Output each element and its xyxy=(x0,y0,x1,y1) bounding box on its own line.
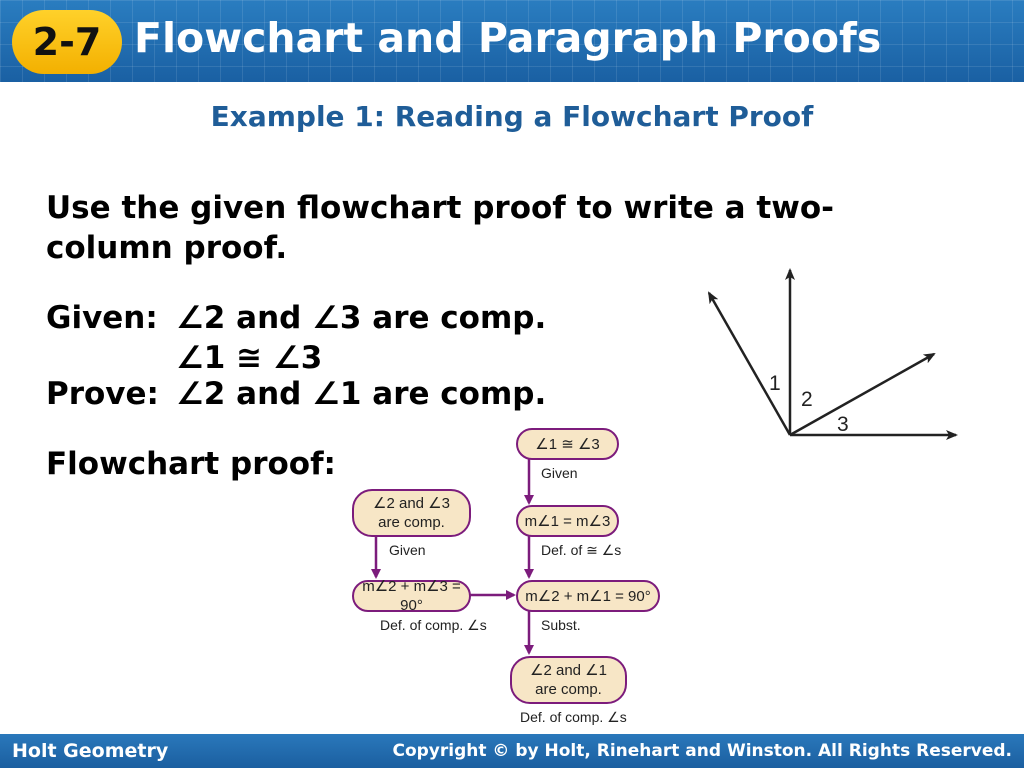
flow-reason-given-1: Given xyxy=(541,465,578,481)
ray-diagonal xyxy=(789,352,936,437)
flow-box-conclusion-line1: ∠2 and ∠1 xyxy=(530,662,607,679)
angle-label-1: 1 xyxy=(769,372,781,395)
prove-label: Prove: xyxy=(46,376,159,412)
flow-box-sum-23: m∠2 + m∠3 = 90° xyxy=(352,578,471,614)
given-label: Given: xyxy=(46,300,158,336)
header-banner: 2-7 Flowchart and Paragraph Proofs xyxy=(0,0,1024,82)
lesson-badge: 2-7 xyxy=(12,10,122,74)
given-line-1: ∠2 and ∠3 are comp. xyxy=(176,300,547,336)
example-subtitle: Example 1: Reading a Flowchart Proof xyxy=(210,100,814,133)
instruction-line-2: column proof. xyxy=(46,230,288,266)
flow-reason-subst: Subst. xyxy=(541,617,581,633)
footer-copyright: Copyright © by Holt, Rinehart and Winsto… xyxy=(392,741,1012,761)
flow-box-sum-21: m∠2 + m∠1 = 90° xyxy=(516,580,660,612)
flow-box-conclusion-line2: are comp. xyxy=(535,681,602,698)
flow-box-conclusion: ∠2 and ∠1 are comp. xyxy=(510,656,627,704)
ray-left xyxy=(707,291,792,436)
flow-box-given-comp: ∠2 and ∠3 are comp. xyxy=(352,489,471,537)
angle-label-3: 3 xyxy=(837,413,849,436)
flow-box-equal-measures: m∠1 = m∠3 xyxy=(516,505,619,537)
flowchart-arrows xyxy=(371,459,534,655)
angle-label-2: 2 xyxy=(801,388,813,411)
flow-reason-given-2: Given xyxy=(389,542,426,558)
flow-reason-def-comp-1: Def. of comp. ∠s xyxy=(380,617,487,633)
flow-reason-def-comp-2: Def. of comp. ∠s xyxy=(520,709,627,725)
flowchart-label: Flowchart proof: xyxy=(46,446,336,482)
given-line-2: ∠1 ≅ ∠3 xyxy=(176,340,323,376)
prove-statement: ∠2 and ∠1 are comp. xyxy=(176,376,547,412)
flow-box-given-comp-line1: ∠2 and ∠3 xyxy=(373,495,450,512)
footer-bar: Holt Geometry Copyright © by Holt, Rineh… xyxy=(0,734,1024,768)
flow-box-congruent: ∠1 ≅ ∠3 xyxy=(516,428,619,460)
footer-course-name: Holt Geometry xyxy=(12,740,169,762)
flow-reason-def-congruent: Def. of ≅ ∠s xyxy=(541,542,622,558)
flow-box-given-comp-line2: are comp. xyxy=(378,514,445,531)
instruction-line-1: Use the given flowchart proof to write a… xyxy=(46,190,835,226)
page-title: Flowchart and Paragraph Proofs xyxy=(134,14,882,62)
